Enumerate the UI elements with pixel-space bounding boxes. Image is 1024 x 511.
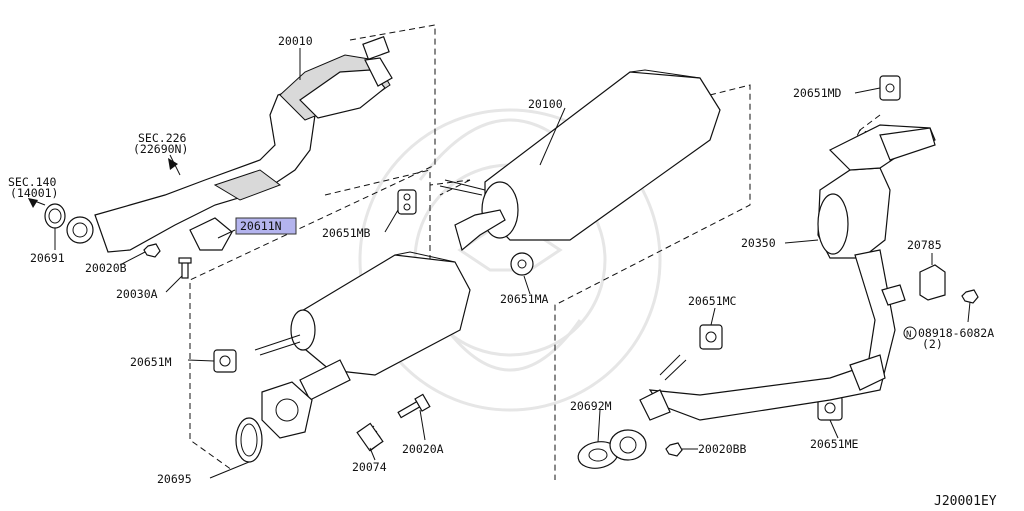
mount-rubber-20651MA bbox=[510, 252, 534, 276]
label-20020BB[interactable]: 20020BB bbox=[698, 442, 747, 456]
label-20651MC[interactable]: 20651MC bbox=[688, 294, 737, 308]
label-20691[interactable]: 20691 bbox=[30, 251, 65, 265]
label-20651ME[interactable]: 20651ME bbox=[810, 437, 859, 451]
label-08918-prefix-circle bbox=[903, 326, 917, 340]
label-20350[interactable]: 20350 bbox=[741, 236, 776, 250]
label-sec140-sub: (14001) bbox=[10, 186, 58, 200]
label-08918-prefix: N bbox=[906, 330, 911, 340]
label-20010[interactable]: 20010 bbox=[278, 34, 313, 48]
label-20651MB[interactable]: 20651MB bbox=[322, 226, 371, 240]
bolt-20030A bbox=[178, 257, 192, 279]
center-muffler-20100 bbox=[439, 69, 721, 252]
label-20020B[interactable]: 20020B bbox=[85, 261, 127, 275]
leader-lines bbox=[31, 48, 971, 479]
bolt-20020A bbox=[397, 393, 431, 419]
nut-20020BB bbox=[665, 442, 683, 457]
mount-rubber-20651MC bbox=[699, 324, 723, 350]
label-sec140[interactable]: SEC.140 bbox=[8, 175, 57, 189]
nut-20020B bbox=[143, 243, 161, 258]
label-20651MD[interactable]: 20651MD bbox=[793, 86, 842, 100]
part-labels: 20010 SEC.226 (22690N) SEC.140 (14001) 2… bbox=[8, 34, 997, 509]
bracket-20785 bbox=[919, 264, 946, 301]
label-20020A[interactable]: 20020A bbox=[402, 442, 444, 456]
mount-rubber-20651M bbox=[213, 349, 237, 373]
label-08918-6082A[interactable]: 08918-6082A bbox=[918, 326, 994, 340]
direction-arrow-sec226 bbox=[168, 158, 178, 170]
label-20100[interactable]: 20100 bbox=[528, 97, 563, 111]
label-20695[interactable]: 20695 bbox=[157, 472, 192, 486]
diagram-id: J20001EY bbox=[934, 494, 997, 509]
clamp-20695 bbox=[235, 417, 263, 463]
label-20611N[interactable]: 20611N bbox=[240, 219, 282, 233]
label-20074[interactable]: 20074 bbox=[352, 460, 387, 474]
gasket-20692M bbox=[577, 429, 647, 469]
label-08918-qty: (2) bbox=[922, 337, 943, 351]
label-20030A[interactable]: 20030A bbox=[116, 287, 158, 301]
label-sec226-sub: (22690N) bbox=[133, 142, 188, 156]
label-20651MA[interactable]: 20651MA bbox=[500, 292, 549, 306]
spring-20074 bbox=[356, 422, 384, 452]
nut-08918-6082A bbox=[961, 289, 979, 304]
mount-rubber-20651MD bbox=[879, 75, 901, 101]
label-20651M[interactable]: 20651M bbox=[130, 355, 172, 369]
rear-tailpipe-20350 bbox=[639, 124, 936, 421]
label-sec226[interactable]: SEC.226 bbox=[138, 131, 187, 145]
main-muffler bbox=[254, 251, 471, 439]
front-exhaust-pipe-20010 bbox=[66, 35, 393, 253]
label-20785[interactable]: 20785 bbox=[907, 238, 942, 252]
gasket-20691 bbox=[44, 203, 66, 229]
mount-rubber-20651MB bbox=[397, 189, 417, 215]
direction-arrow-sec140 bbox=[28, 198, 38, 208]
label-20692M[interactable]: 20692M bbox=[570, 399, 612, 413]
highlight-box-20611N bbox=[235, 217, 297, 235]
